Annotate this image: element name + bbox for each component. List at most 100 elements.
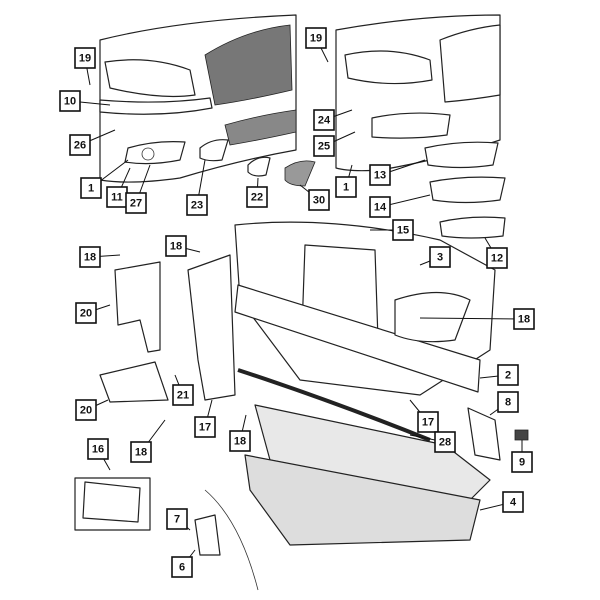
callout-box [308,189,330,211]
callout-9: 9 [511,451,533,473]
callout-1: 1 [80,177,102,199]
fascia-strip-left [99,97,213,115]
callout-number: 19 [310,33,322,45]
callout-1: 1 [335,176,357,198]
callout-number: 1 [343,182,349,194]
callout-number: 24 [318,115,331,127]
callout-2: 2 [497,364,519,386]
callout-19: 19 [305,27,327,49]
callout-box [369,164,391,186]
callout-box [369,196,391,218]
callout-box [75,302,97,324]
callout-box [417,411,439,433]
fog-bezel-13 [424,141,499,169]
callout-20: 20 [75,302,97,324]
leader-line [419,317,525,320]
callout-number: 25 [318,141,330,153]
callout-number: 22 [251,192,263,204]
callout-18: 18 [513,308,535,330]
callout-number: 21 [177,390,189,402]
callout-number: 3 [437,252,443,264]
callout-number: 30 [313,195,325,207]
callout-number: 12 [491,253,503,265]
callout-25: 25 [313,135,335,157]
callout-box [80,177,102,199]
callout-box [497,364,519,386]
callout-number: 10 [64,96,76,108]
fender-edge [204,489,259,591]
bracket-8 [467,407,501,461]
callout-box [313,109,335,131]
callout-box [79,246,101,268]
callout-4: 4 [502,491,524,513]
callout-box [511,451,533,473]
callout-number: 26 [74,140,86,152]
callout-box [74,47,96,69]
callout-21: 21 [172,384,194,406]
callout-number: 9 [519,457,525,469]
callout-17: 17 [417,411,439,433]
callout-box [69,134,91,156]
callout-20: 20 [75,399,97,421]
fog-bezel-left [124,141,186,165]
callout-number: 18 [170,241,182,253]
callout-8: 8 [497,391,519,413]
callout-number: 18 [84,252,96,264]
callout-number: 20 [80,308,92,320]
callout-3: 3 [429,246,451,268]
callout-30: 30 [308,189,330,211]
callout-box [59,90,81,112]
callout-box [172,384,194,406]
grille-insert-30 [284,160,316,187]
callout-number: 7 [174,514,180,526]
callout-box [171,556,193,578]
callout-box [429,246,451,268]
callout-number: 17 [199,422,211,434]
callout-27: 27 [125,192,147,214]
callout-12: 12 [486,247,508,269]
grille-left [204,24,293,106]
callout-number: 28 [439,437,451,449]
bolt-9 [514,429,529,441]
callout-23: 23 [186,194,208,216]
air-deflector-lower [99,361,169,403]
callout-number: 13 [374,170,386,182]
absorber-28 [237,368,431,442]
callout-number: 15 [397,225,409,237]
callout-box [194,416,216,438]
callout-number: 18 [234,436,246,448]
callout-box [165,235,187,257]
callout-22: 22 [246,186,268,208]
callout-number: 17 [422,417,434,429]
fog-bezel-14 [429,176,506,204]
callout-number: 2 [505,370,511,382]
callout-box [166,508,188,530]
callout-box [434,431,456,453]
callout-box [305,27,327,49]
callout-14: 14 [369,196,391,218]
callout-number: 16 [92,444,104,456]
callout-11: 11 [106,186,128,208]
callout-18: 18 [130,441,152,463]
callout-number: 18 [518,314,530,326]
callout-number: 14 [374,202,387,214]
air-deflector-upper [114,261,161,353]
callout-box [75,399,97,421]
callout-15: 15 [392,219,414,241]
callout-number: 20 [80,405,92,417]
callout-26: 26 [69,134,91,156]
callout-number: 27 [130,198,142,210]
headlamp-right [344,50,433,85]
callout-18: 18 [229,430,251,452]
callout-box [513,308,535,330]
callout-18: 18 [79,246,101,268]
callout-number: 23 [191,200,203,212]
callout-number: 8 [505,397,511,409]
bracket-18-right [394,291,471,343]
license-plate [82,481,141,523]
callout-number: 18 [135,447,147,459]
callout-number: 6 [179,562,185,574]
headlamp-left [104,59,196,98]
callout-box [125,192,147,214]
